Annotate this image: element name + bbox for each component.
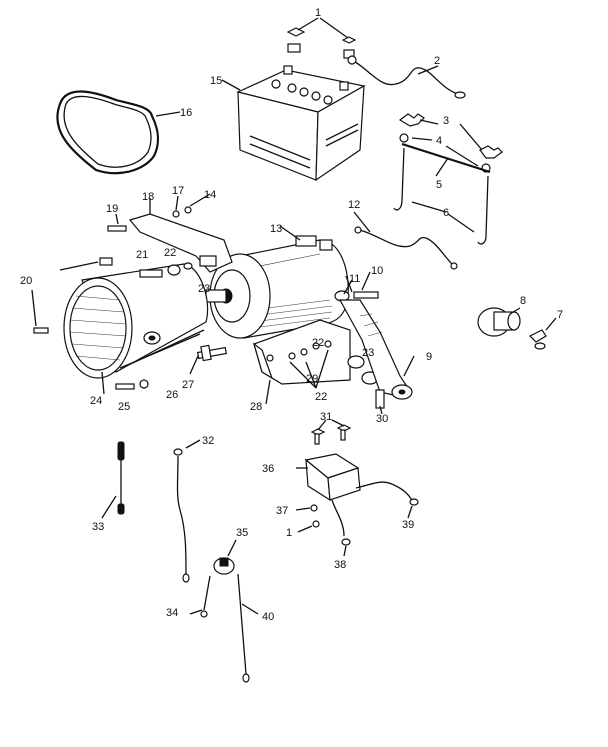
callout-34: 34 [166,607,178,619]
callout-25: 25 [118,401,130,413]
ground-cable [173,439,201,583]
callout-29: 29 [306,373,318,385]
hold-down-hardware [393,113,503,245]
callout-12: 12 [348,199,360,211]
wire-lead [353,211,458,270]
callout-31: 31 [320,411,332,423]
callout-37: 37 [276,505,288,517]
callout-10: 10 [371,265,383,277]
callout-2: 2 [434,55,440,67]
callout-labels: 1 2 3 4 5 6 7 8 9 10 11 12 13 14 15 16 1… [20,7,563,623]
callout-33: 33 [92,521,104,533]
callout-7: 7 [557,309,563,321]
battery [221,65,366,182]
callout-5: 5 [436,179,442,191]
key-switch [477,307,557,350]
callout-17: 17 [172,185,184,197]
mount-plate [252,319,379,405]
terminal-nut-parts [286,17,357,59]
callout-38: 38 [334,559,346,571]
callout-23b: 23 [362,347,374,359]
callout-18: 18 [142,191,154,203]
drive-belt [56,90,181,175]
callout-6: 6 [443,207,449,219]
mount-bolt [189,344,228,375]
callout-39: 39 [402,519,414,531]
light-switch [189,539,259,683]
callout-23a: 23 [198,283,210,295]
callout-8: 8 [520,295,526,307]
starter-generator [205,225,353,339]
callout-32: 32 [202,435,214,447]
callout-28: 28 [250,401,262,413]
callout-14: 14 [204,189,216,201]
callout-35: 35 [236,527,248,539]
upper-bracket [107,193,233,273]
belt-guard [31,257,209,395]
callout-19: 19 [106,203,118,215]
callout-36: 36 [262,463,274,475]
callout-1: 1 [315,7,321,19]
battery-cable [347,55,466,99]
callout-24: 24 [90,395,102,407]
callout-15: 15 [210,75,222,87]
callout-40: 40 [262,611,274,623]
callout-22c: 22 [315,391,327,403]
callout-3: 3 [443,115,449,127]
callout-4: 4 [436,135,442,147]
callout-22a: 22 [164,247,176,259]
callout-11: 11 [349,273,360,285]
callout-16: 16 [180,107,192,119]
callout-30: 30 [376,413,388,425]
voltage-regulator [295,419,419,557]
adjusting-strap [338,271,415,415]
callout-9: 9 [426,351,432,363]
callout-13: 13 [270,223,282,235]
callout-26: 26 [166,389,178,401]
callout-20: 20 [20,275,32,287]
callout-27: 27 [182,379,194,391]
callout-22b: 22 [312,337,324,349]
callout-1b: 1 [286,527,292,539]
callout-21: 21 [136,249,148,261]
fuse-plug [101,441,125,519]
